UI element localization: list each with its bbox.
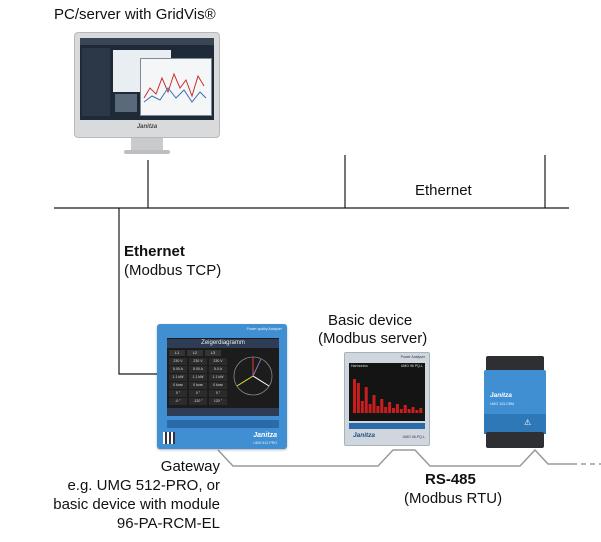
- gateway-example-3: 96-PA-RCM-EL: [116, 515, 220, 532]
- gateway-device: Power quality Analyser Zeigerdiagramm L1…: [157, 324, 287, 449]
- gateway-buttons: [167, 420, 279, 428]
- gateway-table-cell: 0 kvar: [169, 382, 187, 389]
- gateway-table-cell: 1.1 kW: [209, 374, 227, 381]
- harmonic-bar: [384, 407, 388, 413]
- gateway-table-cell: 230 V: [169, 358, 187, 365]
- harmonic-bar: [368, 404, 372, 413]
- rs485-title: RS-485: [425, 471, 476, 488]
- harmonic-bar: [356, 383, 360, 413]
- harmonic-bar: [376, 406, 380, 413]
- gateway-table-cell: 0 kvar: [209, 382, 227, 389]
- gateway-table-cell: 1.1 kW: [169, 374, 187, 381]
- basic-device: Power Analyser Harmonics UMG 96 PQ-L Jan…: [344, 352, 430, 446]
- gateway-table-cell: -0 °: [169, 398, 187, 405]
- gateway-table-cell: 0 °: [169, 390, 187, 397]
- basic-brand-logo: Janitza: [353, 432, 376, 439]
- harmonic-bar: [395, 404, 399, 413]
- rail-model: UMG 103-CBM: [490, 402, 514, 406]
- gateway-table-cell: 1.1 kW: [189, 374, 207, 381]
- ethernet-link-subtitle: (Modbus TCP): [124, 262, 222, 279]
- gateway-screen-title: Zeigerdiagramm: [167, 339, 279, 348]
- harmonic-bar: [360, 401, 364, 413]
- basic-model: UMG 96-PQ-L: [402, 435, 425, 439]
- rail-device: Janitza UMG 103-CBM ⚠: [484, 356, 546, 450]
- gateway-example-2: basic device with module: [53, 496, 220, 513]
- pc-label: PC/server with GridVis®: [54, 6, 216, 23]
- harmonic-bar: [353, 379, 356, 413]
- monitor-logo: Janitza: [136, 124, 158, 130]
- harmonic-bar: [407, 409, 411, 413]
- rs485-bus-line: [217, 448, 572, 467]
- basic-screen-header-right: UMG 96 PQ-L: [400, 364, 423, 368]
- harmonic-bar: [399, 409, 403, 413]
- monitor-stand: [131, 138, 163, 150]
- gateway-model: UMG 512-PRO: [253, 441, 277, 445]
- gateway-bottom-bar: [167, 408, 279, 416]
- monitor-base: [124, 150, 170, 154]
- basic-brand-top: Power Analyser: [400, 355, 425, 359]
- rail-device-bottom: [486, 432, 544, 448]
- basic-screen-header-left: Harmonics: [351, 364, 368, 368]
- harmonic-bar: [392, 408, 395, 413]
- harmonic-bar: [419, 408, 423, 413]
- harmonics-chart: [353, 379, 423, 413]
- harmonic-bar: [403, 405, 407, 413]
- ethernet-top-label: Ethernet: [415, 182, 472, 199]
- rail-device-lower: [484, 414, 546, 434]
- rail-warning-icon: ⚠: [524, 418, 532, 427]
- pc-monitor: Janitza: [74, 32, 220, 156]
- gateway-table-cell: 5.0 A: [209, 366, 227, 373]
- harmonic-bar: [388, 402, 392, 413]
- gateway-table-cell: 5.00 A: [169, 366, 187, 373]
- gateway-tab-l3: L3: [205, 350, 221, 356]
- ethernet-link-title: Ethernet: [124, 243, 185, 260]
- gateway-label: Gateway: [160, 458, 220, 475]
- gateway-brand-logo: Janitza: [253, 432, 277, 439]
- gateway-table-cell: 230 V: [189, 358, 207, 365]
- gateway-table-cell: 120 °: [209, 398, 227, 405]
- basic-device-label-2: (Modbus server): [318, 330, 428, 347]
- gateway-example-1: e.g. UMG 512-PRO, or: [67, 477, 220, 494]
- harmonic-bar: [415, 410, 419, 413]
- harmonic-bar: [411, 407, 415, 413]
- basic-keypad: [349, 423, 425, 429]
- monitor-chart-graphic: [143, 72, 207, 103]
- basic-display: Harmonics UMG 96 PQ-L: [349, 363, 425, 421]
- phasor-diagram: [233, 356, 273, 396]
- gateway-table-cell: -120 °: [189, 398, 207, 405]
- gateway-table-cell: 0 °: [189, 390, 207, 397]
- gateway-table-cell: 5.00 A: [189, 366, 207, 373]
- monitor-screen: [80, 38, 214, 120]
- rs485-subtitle: (Modbus RTU): [404, 490, 503, 507]
- rail-device-top: [486, 356, 544, 372]
- gateway-table-cell: 0 °: [209, 390, 227, 397]
- gateway-brand-top: Power quality Analyser: [246, 327, 282, 331]
- gateway-table-cell: 0 kvar: [189, 382, 207, 389]
- gateway-table-cell: 230 V: [209, 358, 227, 365]
- rail-brand: Janitza: [490, 392, 513, 399]
- harmonic-bar: [380, 399, 384, 413]
- harmonic-bar: [372, 395, 376, 413]
- basic-device-label-1: Basic device: [328, 312, 413, 329]
- gateway-tab-l1: L1: [169, 350, 185, 356]
- gateway-ethernet-line: [118, 208, 165, 375]
- qr-code-icon: [163, 432, 175, 444]
- harmonic-bar: [364, 387, 368, 413]
- gateway-tab-l2: L2: [187, 350, 203, 356]
